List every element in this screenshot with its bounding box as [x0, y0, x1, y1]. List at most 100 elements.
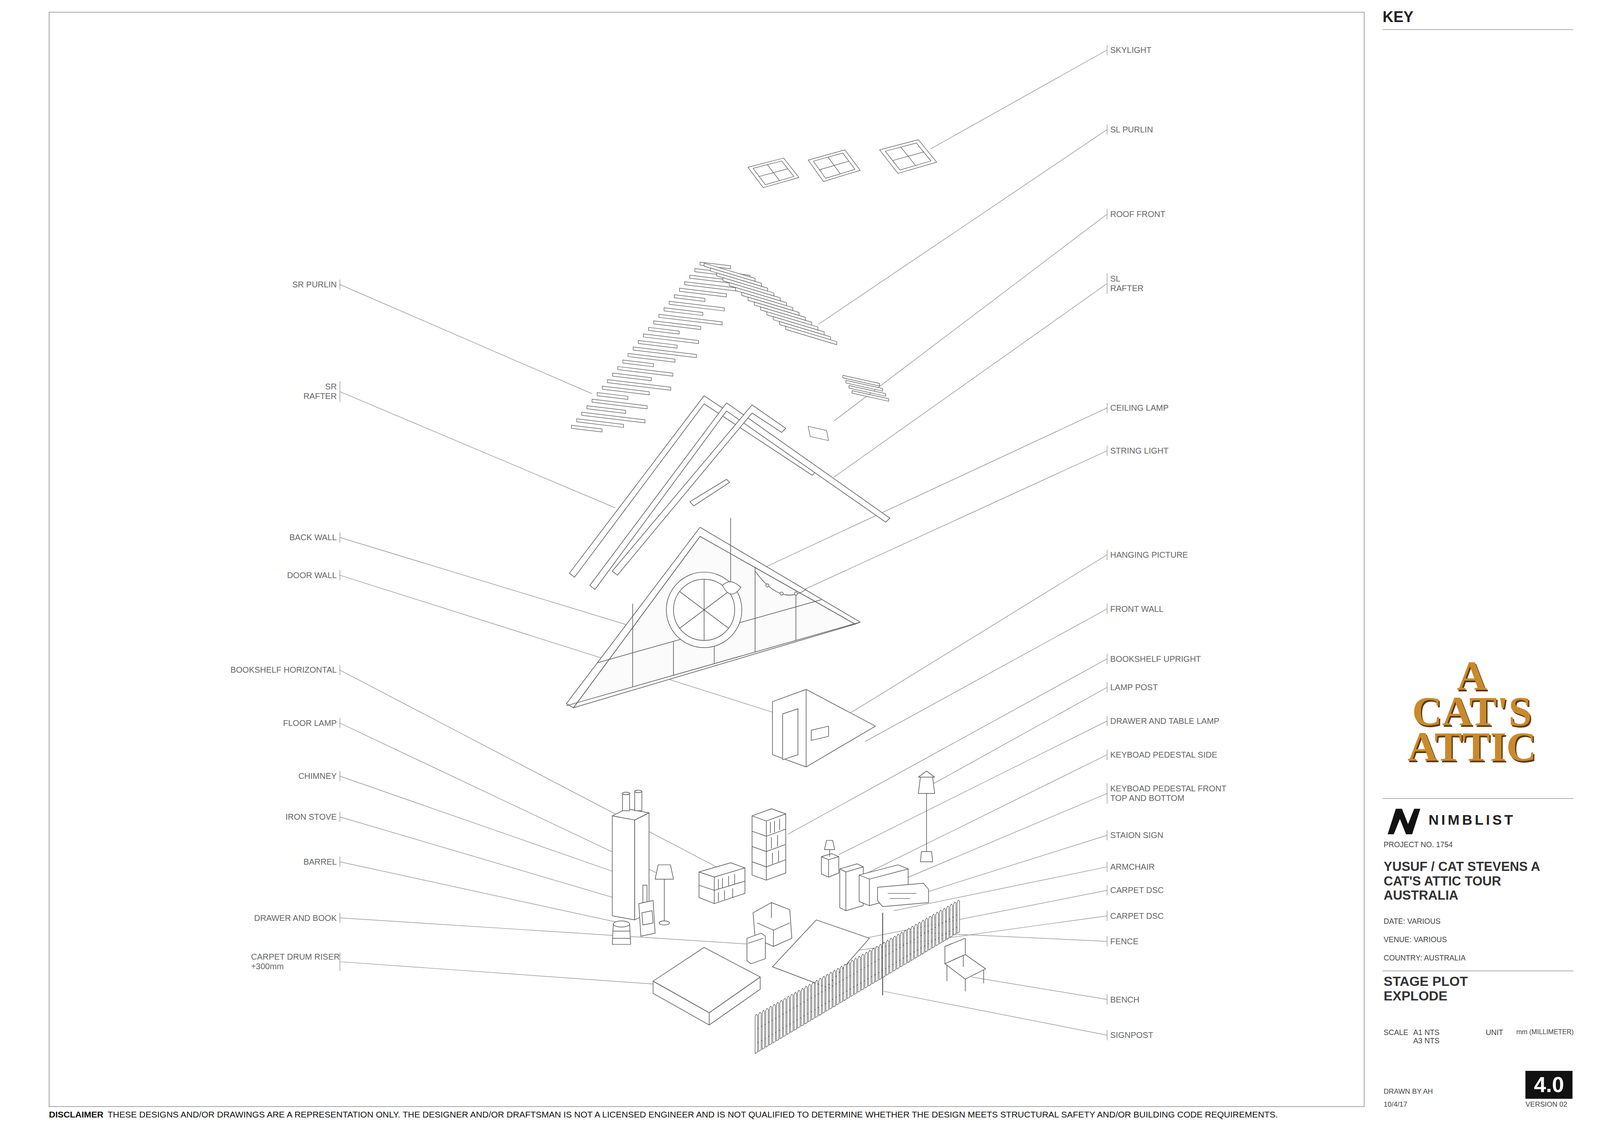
set-piece — [652, 947, 760, 1014]
callout-label: CARPET DSC — [1110, 885, 1164, 896]
set-piece — [875, 946, 878, 983]
set-piece — [840, 966, 843, 1004]
set-piece — [607, 379, 671, 391]
set-piece — [664, 879, 665, 922]
set-piece — [801, 988, 804, 1027]
leader-line — [777, 445, 1108, 603]
set-piece — [648, 327, 680, 335]
version-box: 4.0 — [1525, 1071, 1573, 1099]
set-piece — [865, 952, 868, 989]
callout-label: SR RAFTER — [295, 382, 337, 402]
project-number: PROJECT NO. 1754 — [1383, 840, 1453, 850]
leader-line — [340, 381, 616, 509]
set-piece — [592, 399, 648, 409]
drawing-date: 10/4/17 — [1383, 1100, 1408, 1110]
set-piece — [612, 931, 631, 939]
set-piece — [797, 990, 800, 1029]
project-title: YUSUF / CAT STEVENS A CAT'S ATTIC TOUR A… — [1383, 860, 1550, 903]
disclaimer-text: THESE DESIGNS AND/OR DRAWINGS ARE A REPR… — [107, 1110, 1278, 1120]
title-value: A1 NTS A3 NTS — [1413, 1028, 1448, 1046]
leader-line — [971, 977, 1108, 1005]
key-heading: KEY — [1382, 8, 1414, 26]
set-piece — [633, 347, 697, 358]
set-piece — [613, 921, 630, 928]
set-piece — [638, 900, 655, 937]
set-piece — [920, 852, 933, 863]
set-piece — [622, 360, 654, 367]
set-piece — [638, 340, 678, 349]
set-piece — [947, 955, 984, 992]
set-piece — [935, 912, 939, 947]
title-field: UNIT — [1485, 1028, 1504, 1038]
set-piece — [769, 1006, 772, 1046]
set-piece — [885, 142, 932, 170]
set-piece — [762, 1010, 765, 1050]
set-piece — [708, 1012, 710, 1025]
set-piece — [780, 592, 783, 595]
leader-line — [340, 665, 721, 870]
leader-line — [922, 830, 1108, 894]
set-piece — [946, 906, 950, 940]
set-piece — [821, 853, 839, 878]
callout-label: CHIMNEY — [298, 771, 337, 782]
set-piece — [752, 161, 794, 185]
callout-label: STAION SIGN — [1110, 830, 1163, 841]
set-piece — [612, 373, 652, 382]
set-piece — [622, 793, 630, 812]
set-piece — [655, 865, 674, 880]
set-piece — [669, 301, 725, 311]
panel-rule — [1382, 798, 1574, 799]
set-piece — [832, 970, 836, 1008]
set-piece — [779, 321, 831, 340]
callout-label: CARPET DRUM RISER +300mm — [250, 952, 347, 972]
set-piece — [808, 984, 811, 1023]
leader-line — [833, 209, 1108, 422]
set-piece — [877, 883, 929, 907]
leader-line — [879, 783, 1108, 890]
leader-line — [822, 550, 1108, 731]
set-piece — [627, 353, 675, 363]
callout-label: BACK WALL — [289, 532, 337, 543]
set-piece — [914, 924, 918, 960]
callout-label: SIGNPOST — [1110, 1030, 1153, 1041]
set-piece — [602, 386, 650, 395]
set-piece — [896, 934, 900, 970]
set-piece — [852, 390, 889, 402]
callout-label: DRAWER AND TABLE LAMP — [1110, 716, 1220, 727]
set-piece — [765, 1008, 769, 1048]
set-piece — [758, 1012, 762, 1052]
title-field: SCALE — [1383, 1028, 1409, 1038]
leader-line — [883, 991, 1108, 1041]
set-piece — [942, 908, 946, 943]
disclaimer-heading: DISCLAIMER — [49, 1110, 104, 1120]
set-piece — [699, 868, 745, 905]
sheet-frame — [49, 12, 1365, 1107]
set-piece — [747, 933, 766, 964]
callout-label: BENCH — [1110, 995, 1140, 1005]
leader-line — [818, 124, 1108, 325]
set-piece — [953, 902, 957, 936]
set-piece — [785, 326, 837, 345]
set-piece — [679, 288, 727, 298]
set-piece — [811, 982, 815, 1020]
set-piece — [566, 527, 860, 708]
set-piece — [950, 904, 953, 938]
set-piece — [811, 726, 829, 741]
set-piece — [752, 809, 786, 881]
leader-line — [340, 812, 641, 906]
set-piece — [911, 926, 914, 961]
set-piece — [921, 920, 925, 955]
set-piece — [945, 955, 986, 980]
callout-label: SL PURLIN — [1110, 125, 1153, 135]
leader-line — [340, 952, 698, 988]
leader-line — [340, 45, 1108, 1041]
leader-line — [865, 604, 1108, 743]
callout-label: HANGING PICTURE — [1110, 550, 1188, 560]
leader-line — [340, 279, 593, 394]
callout-label: SR PURLIN — [292, 280, 337, 290]
set-piece — [932, 914, 935, 949]
set-piece — [776, 1002, 779, 1042]
set-piece — [821, 857, 839, 878]
set-piece — [699, 862, 745, 904]
